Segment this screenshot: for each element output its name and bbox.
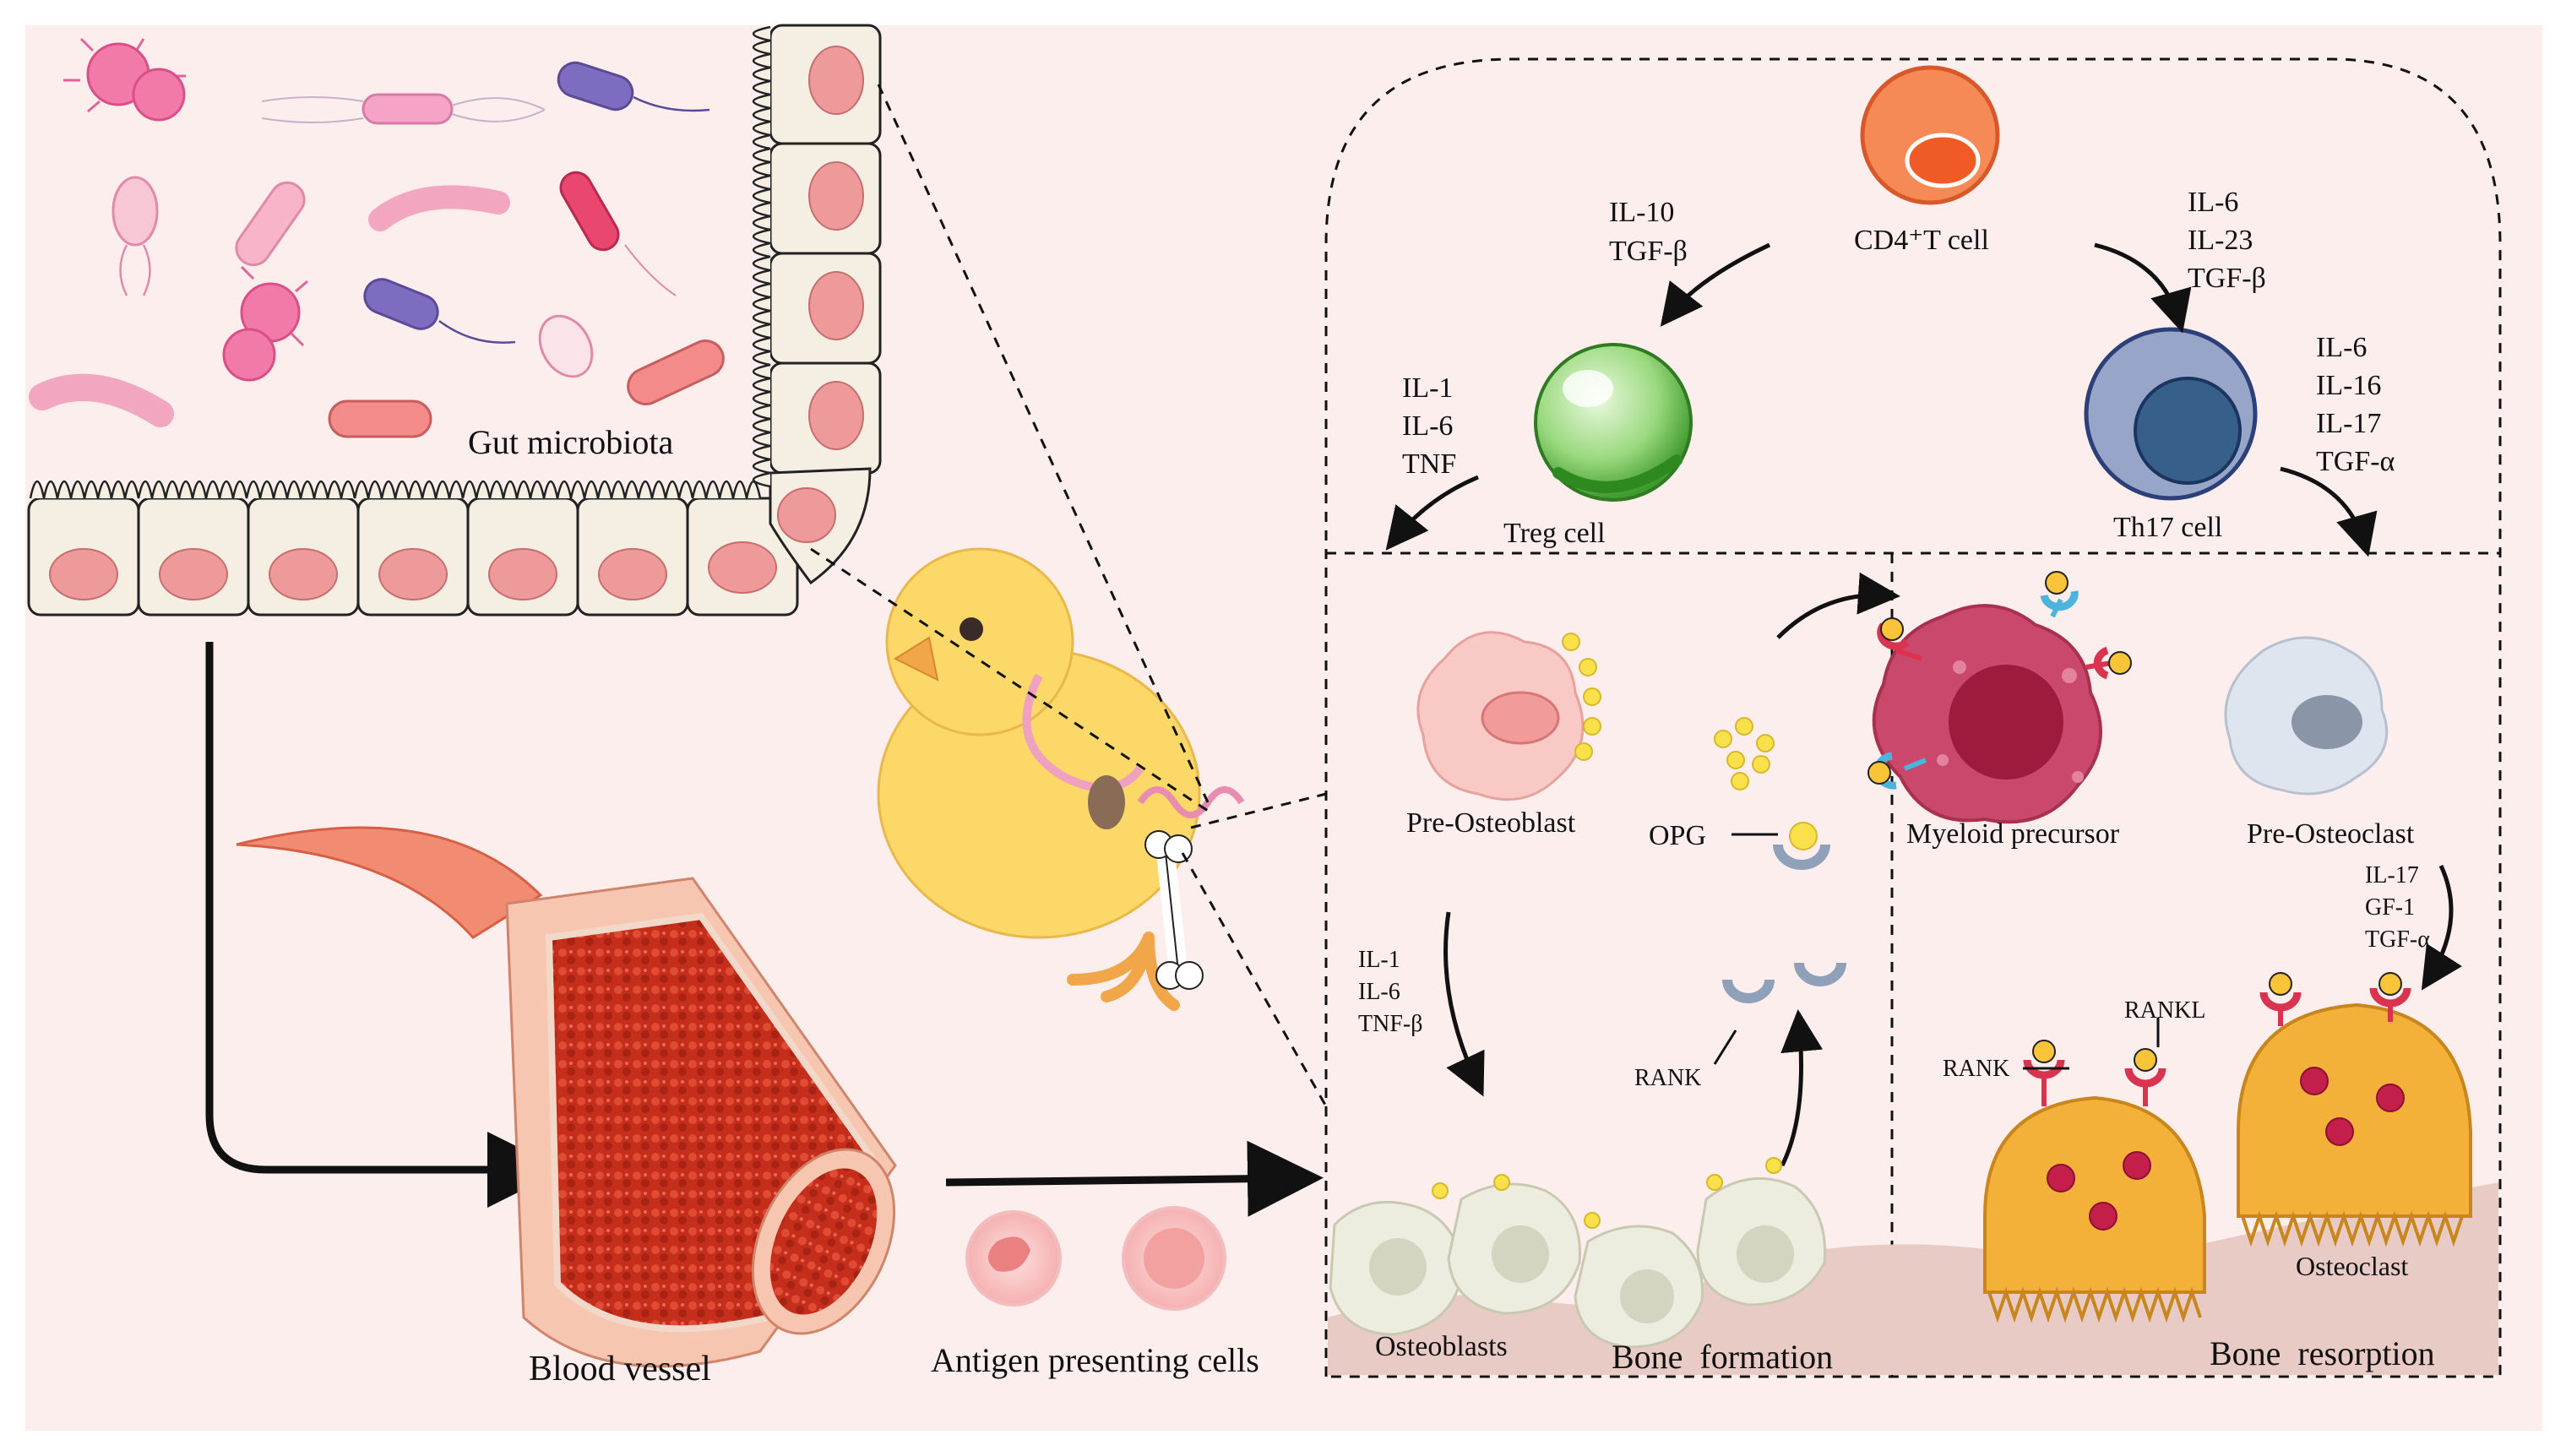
- label-gut-microbiota: Gut microbiota: [468, 423, 674, 461]
- gut-to-blood-arrow: [205, 642, 563, 1208]
- cytokines-from-th17-3: TGF-α: [2316, 446, 2395, 477]
- label-blood-vessel: Blood vessel: [529, 1350, 711, 1388]
- label-myeloid-precursor: Myeloid precursor: [1906, 818, 2120, 850]
- label-osteoblasts: Osteoblasts: [1375, 1331, 1508, 1362]
- chick-illustration: [877, 547, 1245, 1011]
- label-bone-resorption: Bone resorption: [2210, 1334, 2435, 1372]
- gut-epithelium: [27, 24, 882, 617]
- pre-osteoclast-cell: [2224, 636, 2389, 796]
- opg-molecules: [1714, 717, 1775, 790]
- label-rank-left: RANK: [1634, 1065, 1701, 1091]
- cytokines-to-osteoblasts-1: IL-6: [1358, 979, 1400, 1005]
- gut-bacteria: [29, 37, 725, 438]
- label-osteoclast: Osteoclast: [2296, 1251, 2408, 1281]
- pre-osteoblast-cell: [1416, 631, 1601, 801]
- myeloid-precursor-cell: [1872, 604, 2102, 824]
- cytokines-to-osteoblasts-2: TNF-β: [1358, 1011, 1422, 1037]
- label-opg: OPG: [1649, 820, 1706, 851]
- label-pre-osteoblast: Pre-Osteoblast: [1406, 807, 1576, 839]
- cytokines-to-osteoclast-1: GF-1: [2365, 894, 2415, 921]
- cytokines-to-th17-0: IL-6: [2188, 187, 2238, 218]
- label-rank-right: RANK: [1943, 1056, 2009, 1082]
- rank-left-line: [1713, 1030, 1737, 1065]
- osteoclast-cells: [1983, 972, 2472, 1323]
- cytokines-to-treg-1: TGF-β: [1609, 236, 1688, 267]
- cytokines-to-osteoclast-0: IL-17: [2365, 862, 2419, 888]
- osteoblast-cells: [1329, 1157, 1827, 1349]
- th17-cell: [2084, 327, 2258, 501]
- rank-receptors-free: [1722, 962, 1846, 1003]
- zoom-lines: [810, 84, 1328, 1107]
- cytokines-to-treg-0: IL-10: [1609, 197, 1674, 228]
- blood-to-bone-arrow: [945, 1140, 1324, 1217]
- opg-receptor: [1773, 822, 1830, 870]
- cytokines-from-th17-1: IL-16: [2316, 370, 2381, 401]
- cytokines-from-treg-0: IL-1: [1402, 372, 1453, 404]
- label-antigen-presenting-cells: Antigen presenting cells: [931, 1341, 1259, 1379]
- label-pre-osteoclast: Pre-Osteoclast: [2247, 818, 2415, 850]
- label-cd4-t-cell: CD4⁺T cell: [1854, 225, 1989, 256]
- cytokines-to-osteoclast-2: TGF-α: [2365, 926, 2430, 953]
- label-bone-formation: Bone formation: [1612, 1338, 1833, 1376]
- cytokines-from-treg-2: TNF: [1402, 448, 1456, 480]
- cd4-t-cell: [1860, 65, 2000, 205]
- myeloid-receptors: [1867, 571, 2132, 790]
- differentiation-arrows: [1385, 242, 2462, 1167]
- label-treg-cell: Treg cell: [1503, 518, 1606, 549]
- cytokines-from-th17-0: IL-6: [2316, 332, 2367, 363]
- treg-cell: [1534, 343, 1693, 502]
- blood-vessel: [236, 826, 897, 1368]
- cytokines-to-th17-2: TGF-β: [2188, 263, 2266, 294]
- label-rankl: RANKL: [2124, 997, 2205, 1024]
- cytokines-from-th17-2: IL-17: [2316, 408, 2381, 439]
- label-th17-cell: Th17 cell: [2113, 512, 2222, 543]
- cytokines-to-th17-1: IL-23: [2188, 225, 2253, 256]
- cytokines-to-osteoblasts-0: IL-1: [1358, 947, 1400, 973]
- antigen-presenting-cells: [965, 1206, 1226, 1311]
- cytokines-from-treg-1: IL-6: [1402, 410, 1453, 442]
